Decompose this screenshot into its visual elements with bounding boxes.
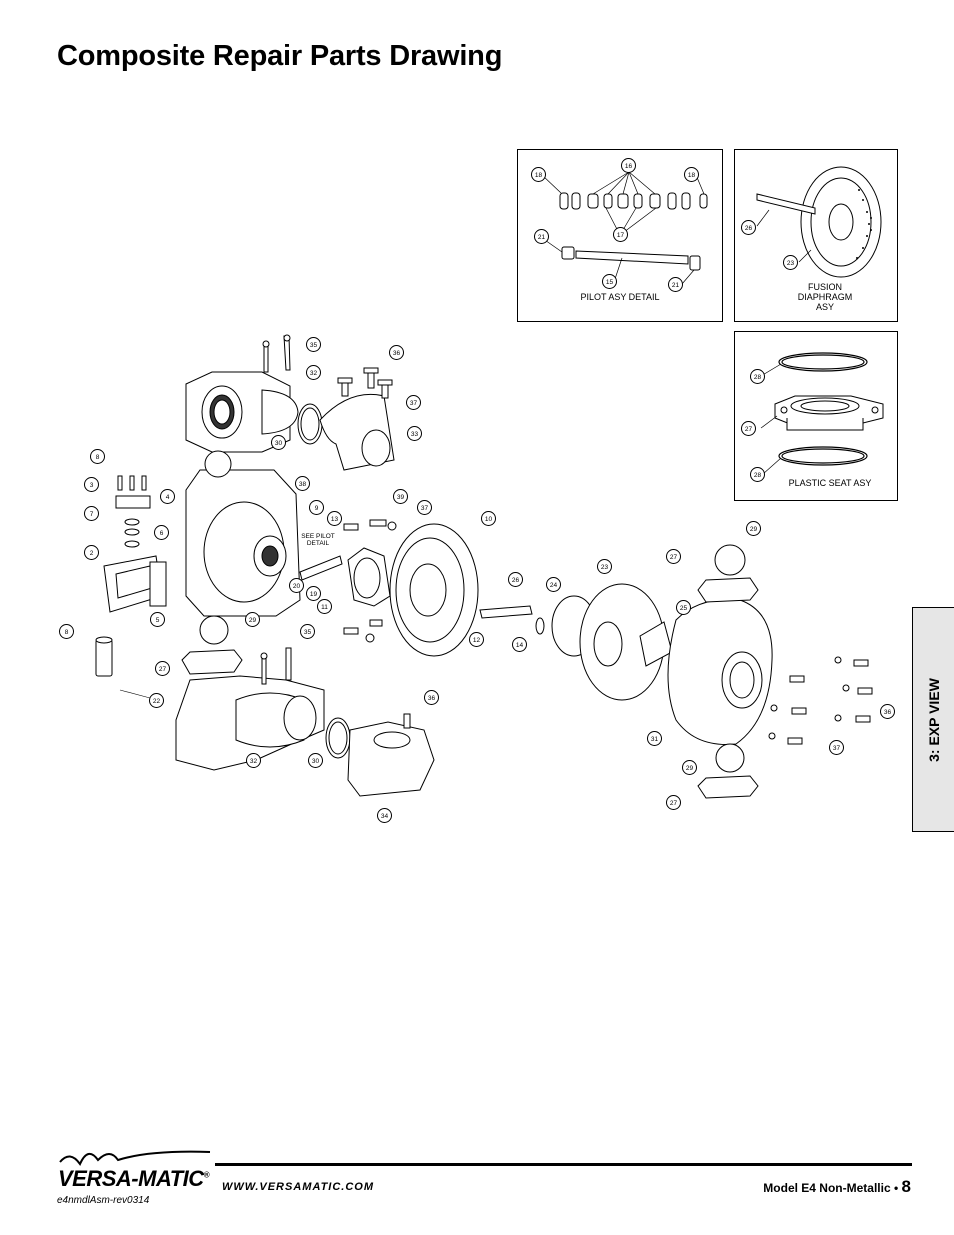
see-pilot-line: SEE PILOT: [301, 533, 335, 540]
callout: 14: [512, 637, 527, 652]
callout: 37: [829, 740, 844, 755]
callout: 32: [306, 365, 321, 380]
registered-mark: ®: [203, 1170, 210, 1180]
footer-rule: [215, 1163, 912, 1166]
callout: 32: [246, 753, 261, 768]
fusion-diaphragm-label: FUSION DIAPHRAGM ASY: [785, 282, 865, 312]
callout: 30: [271, 435, 286, 450]
see-pilot-detail-note: SEE PILOT DETAIL: [290, 533, 346, 547]
page-number: 8: [901, 1177, 911, 1196]
pilot-assembly-illustration: [541, 171, 708, 285]
callout: 31: [647, 731, 662, 746]
callout: 13: [327, 511, 342, 526]
callout: 12: [469, 632, 484, 647]
callout: 9: [309, 500, 324, 515]
callout: 37: [417, 500, 432, 515]
callout: 29: [682, 760, 697, 775]
section-tab: 3: EXP VIEW: [912, 607, 954, 832]
callout: 27: [666, 795, 681, 810]
callout: 4: [160, 489, 175, 504]
callout: 24: [546, 577, 561, 592]
brand-name: VERSA-MATIC: [58, 1166, 204, 1191]
see-pilot-line: DETAIL: [306, 540, 330, 547]
callout: 34: [377, 808, 392, 823]
callout: 18: [531, 167, 546, 182]
callout: 35: [300, 624, 315, 639]
fusion-diaphragm-box: 26 23 FUSION DIAPHRAGM ASY: [734, 149, 898, 322]
callout: 18: [684, 167, 699, 182]
fusion-label-line: FUSION: [807, 282, 842, 292]
callout: 29: [746, 521, 761, 536]
page-title: Composite Repair Parts Drawing: [57, 40, 503, 72]
callout: 21: [668, 277, 683, 292]
callout: 39: [393, 489, 408, 504]
callout: 17: [613, 227, 628, 242]
callout: 5: [150, 612, 165, 627]
callout: 11: [317, 599, 332, 614]
pilot-detail-label: PILOT ASY DETAIL: [580, 292, 660, 302]
callout: 36: [424, 690, 439, 705]
model-name: Model E4 Non-Metallic •: [763, 1181, 899, 1195]
fusion-label-line: ASY: [815, 302, 834, 312]
callout: 16: [621, 158, 636, 173]
callout: 29: [245, 612, 260, 627]
callout: 10: [481, 511, 496, 526]
callout: 8: [59, 624, 74, 639]
callout: 21: [534, 229, 549, 244]
callout: 2: [84, 545, 99, 560]
callout: 30: [308, 753, 323, 768]
callout: 37: [406, 395, 421, 410]
plastic-seat-label: PLASTIC SEAT ASY: [788, 478, 872, 488]
fusion-diaphragm-illustration: [756, 166, 882, 278]
callout: 8: [90, 449, 105, 464]
callout: 22: [149, 693, 164, 708]
callout: 19: [306, 586, 321, 601]
callout: 27: [666, 549, 681, 564]
callout: 27: [155, 661, 170, 676]
callout: 3: [84, 477, 99, 492]
callout: 25: [676, 600, 691, 615]
callout: 28: [750, 369, 765, 384]
website-url[interactable]: WWW.VERSAMATIC.COM: [222, 1181, 375, 1193]
callout: 28: [750, 467, 765, 482]
callout: 27: [741, 421, 756, 436]
document-code: e4nmdlAsm-rev0314: [57, 1195, 150, 1206]
model-page-label: Model E4 Non-Metallic • 8: [763, 1177, 911, 1197]
callout: 15: [602, 274, 617, 289]
section-tab-label: 3: EXP VIEW: [925, 677, 942, 762]
callout: 36: [389, 345, 404, 360]
callout: 38: [295, 476, 310, 491]
fusion-label-line: DIAPHRAGM: [797, 292, 853, 302]
pilot-detail-box: 16 18 18 21 17 15 21 PILOT ASY DETAIL: [517, 149, 723, 322]
callout: 6: [154, 525, 169, 540]
plastic-seat-box: 28 27 28 PLASTIC SEAT ASY: [734, 331, 898, 501]
callout: 23: [783, 255, 798, 270]
callout: 35: [306, 337, 321, 352]
callout: 26: [508, 572, 523, 587]
callout: 33: [407, 426, 422, 441]
callout: 7: [84, 506, 99, 521]
callout: 26: [741, 220, 756, 235]
brand-logo: VERSA-MATIC®: [58, 1166, 210, 1192]
callout: 20: [289, 578, 304, 593]
callout: 23: [597, 559, 612, 574]
callout: 36: [880, 704, 895, 719]
plastic-seat-illustration: [760, 352, 884, 475]
